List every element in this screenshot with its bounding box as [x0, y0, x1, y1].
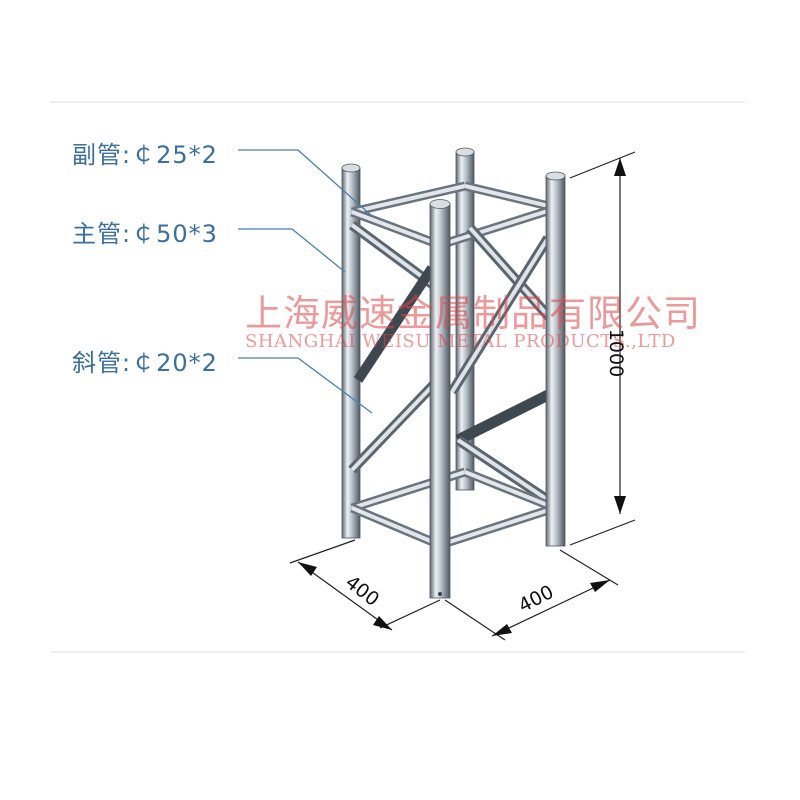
diagonal-tubes [348, 220, 554, 505]
post-front-center [429, 203, 451, 599]
height-dimension-label: 1000 [605, 328, 628, 378]
bottom-frame [350, 467, 557, 550]
height-dimension [569, 151, 636, 546]
post-front-right [545, 175, 566, 547]
diagonal-tube-label: 斜管:￠20*2 [72, 349, 218, 377]
leader-lines [238, 149, 373, 414]
width-dimensions [289, 539, 619, 641]
front-posts [429, 171, 566, 599]
main-tube-label: 主管:￠50*3 [72, 220, 218, 248]
watermark-company-cn: 上海威速金属制品有限公司 [245, 292, 701, 335]
top-frame [350, 181, 559, 250]
watermark-company-en: SHANGHAI WEISU METAL PRODUCTS.,LTD [245, 331, 676, 352]
secondary-tube-label: 副管:￠25*2 [72, 141, 218, 169]
